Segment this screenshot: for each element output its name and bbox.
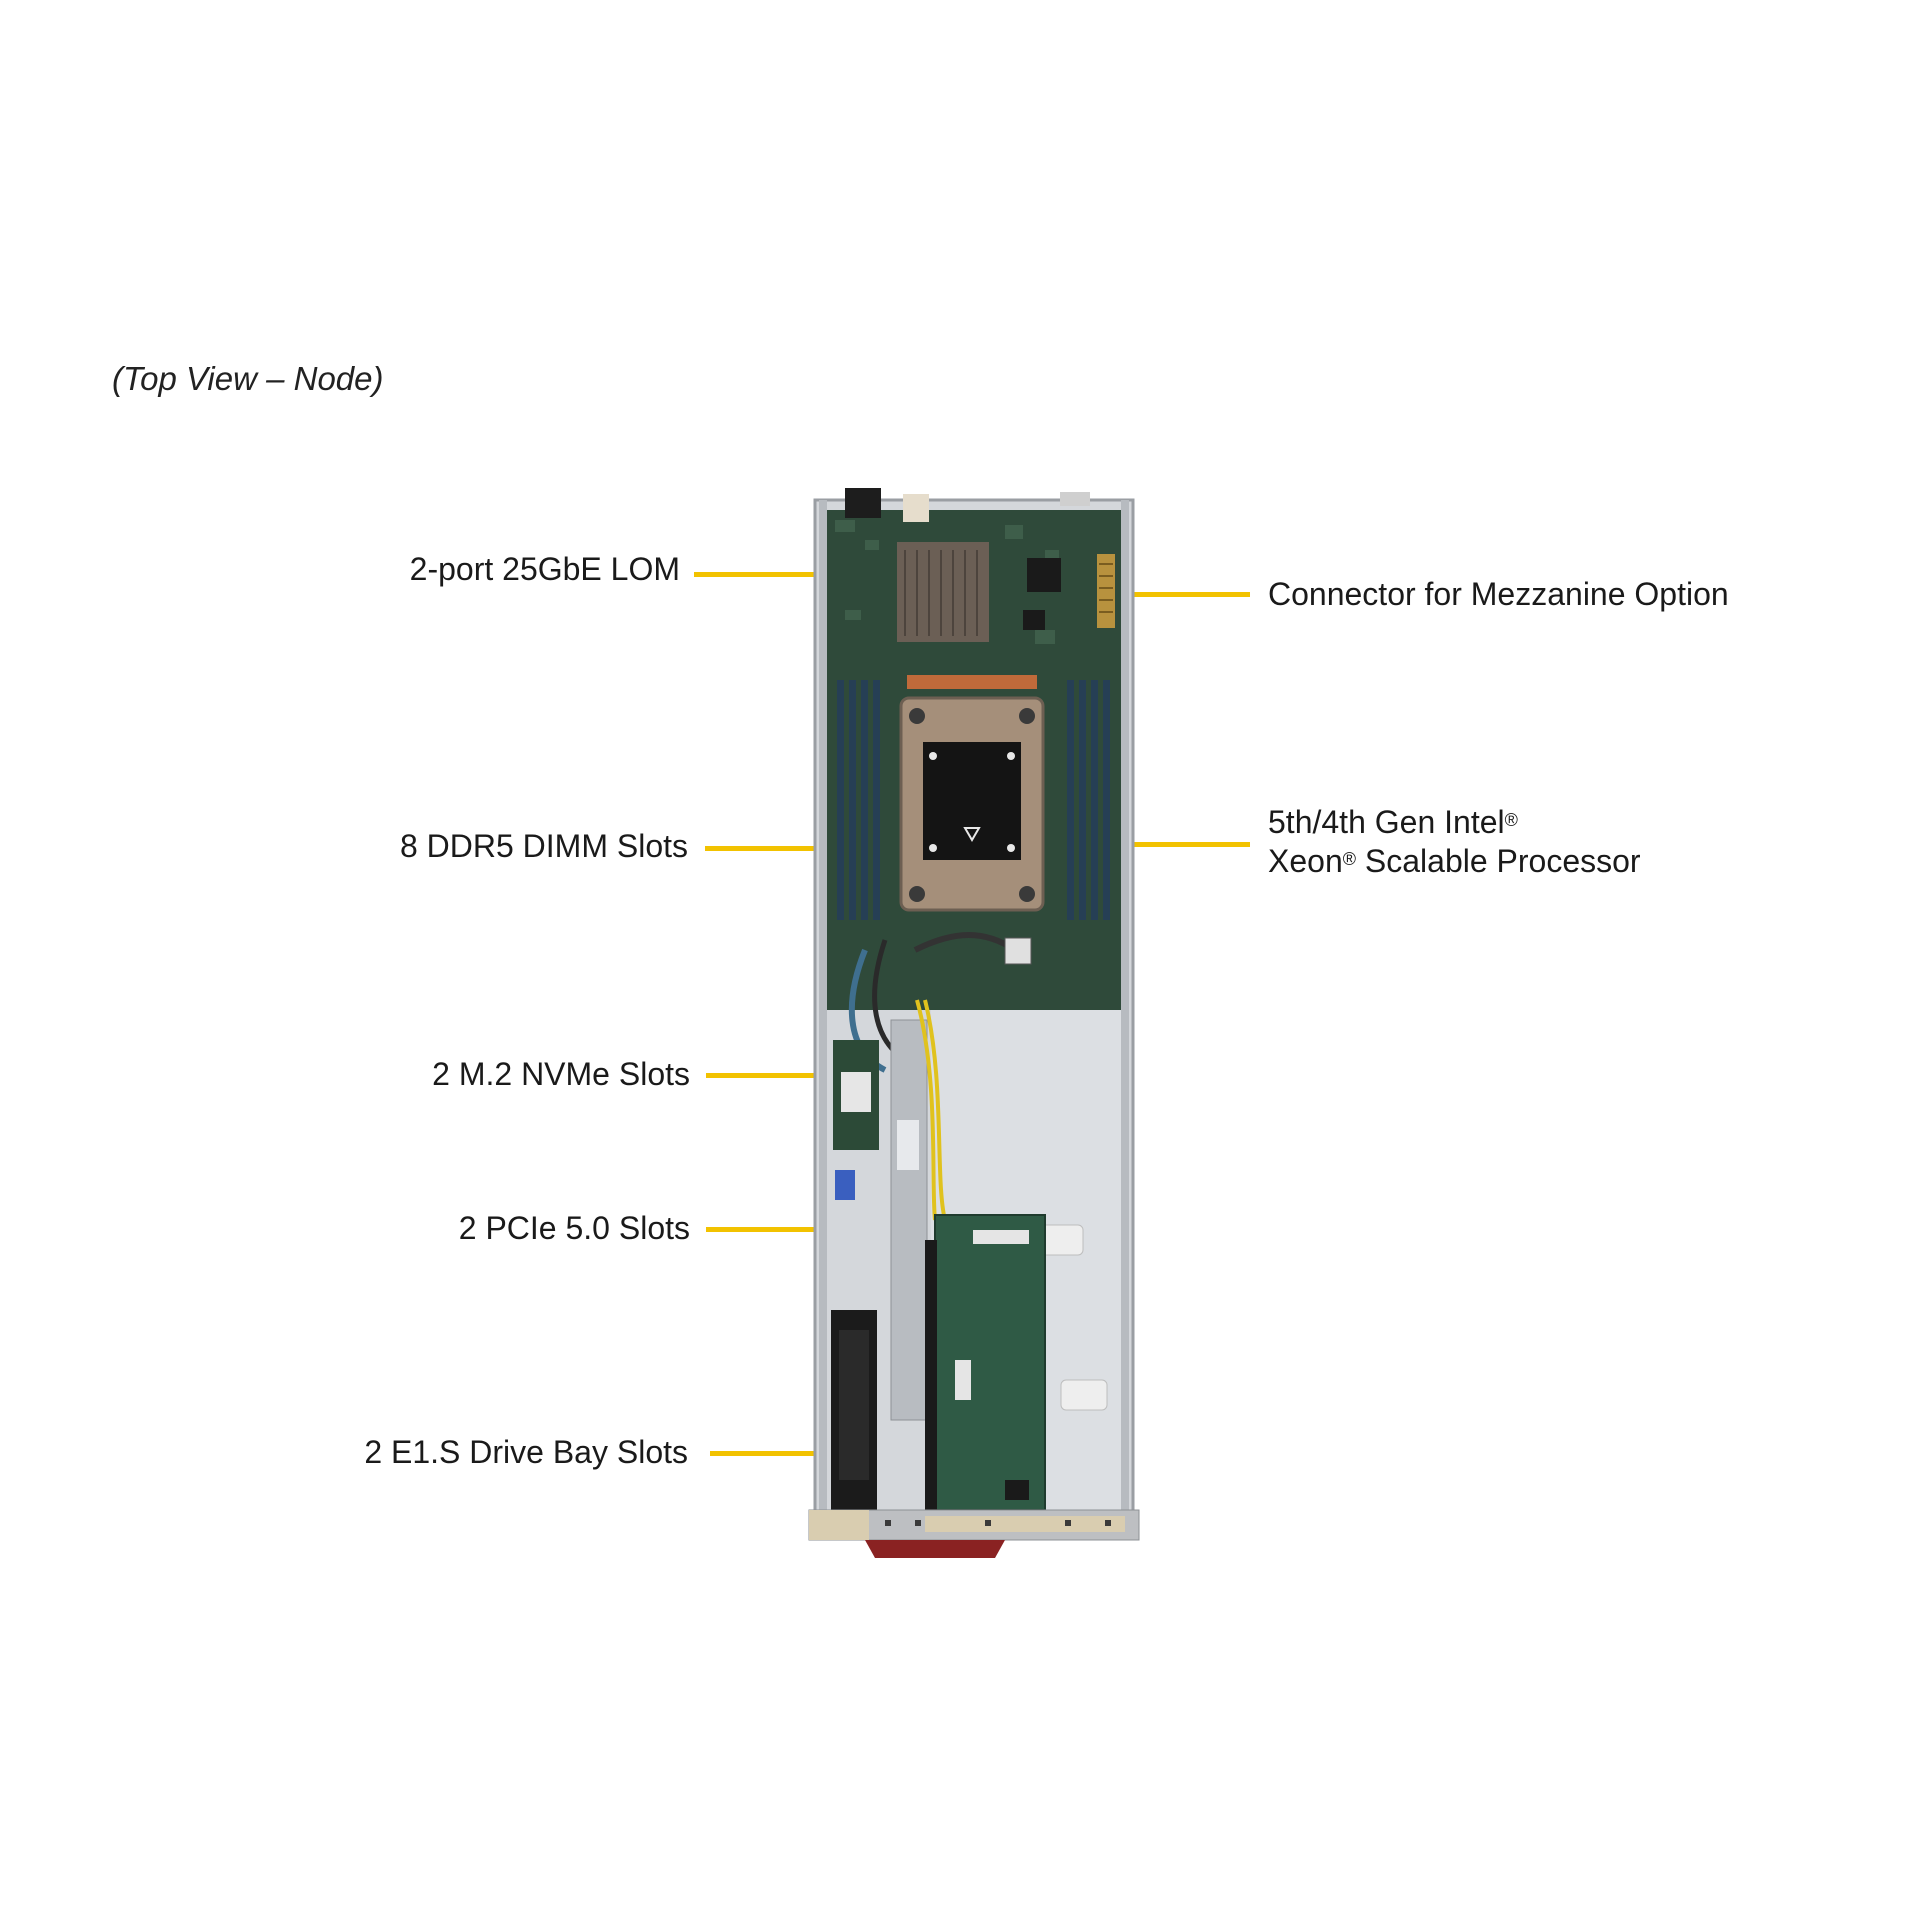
leader-line-lom	[694, 572, 858, 577]
callout-lom-label: 2-port 25GbE LOM	[409, 551, 680, 587]
pull-handle	[865, 1540, 1005, 1558]
mezzanine-connector	[1097, 554, 1115, 628]
leader-line-dimm	[705, 846, 876, 851]
leader-line-pcie	[706, 1227, 920, 1232]
callout-mezzanine-label: Connector for Mezzanine Option	[1268, 576, 1729, 612]
dimm-slots-right	[1067, 680, 1110, 920]
leader-line-processor	[1020, 842, 1250, 847]
pcie-card	[934, 1214, 1046, 1511]
cpu-processor	[923, 742, 1021, 860]
server-node-illustration	[808, 488, 1140, 1558]
dimm-slots-left	[837, 680, 880, 920]
registered-mark: ®	[1504, 810, 1518, 830]
riser-bracket	[890, 1019, 928, 1421]
lom-heatsink	[897, 542, 989, 642]
registered-mark: ®	[1342, 849, 1356, 869]
leader-line-e1s	[710, 1451, 840, 1456]
view-caption: (Top View – Node)	[112, 360, 384, 397]
leader-line-mezzanine	[1112, 592, 1250, 597]
leader-line-nvme	[706, 1073, 824, 1078]
callout-pcie-label: 2 PCIe 5.0 Slots	[458, 1210, 690, 1246]
callout-processor-label: 5th/4th Gen Intel® Xeon® Scalable Proces…	[1268, 804, 1641, 879]
callout-dimm-label: 8 DDR5 DIMM Slots	[399, 828, 688, 864]
callout-e1s-label: 2 E1.S Drive Bay Slots	[364, 1434, 688, 1470]
callout-nvme-label: 2 M.2 NVMe Slots	[432, 1056, 690, 1092]
